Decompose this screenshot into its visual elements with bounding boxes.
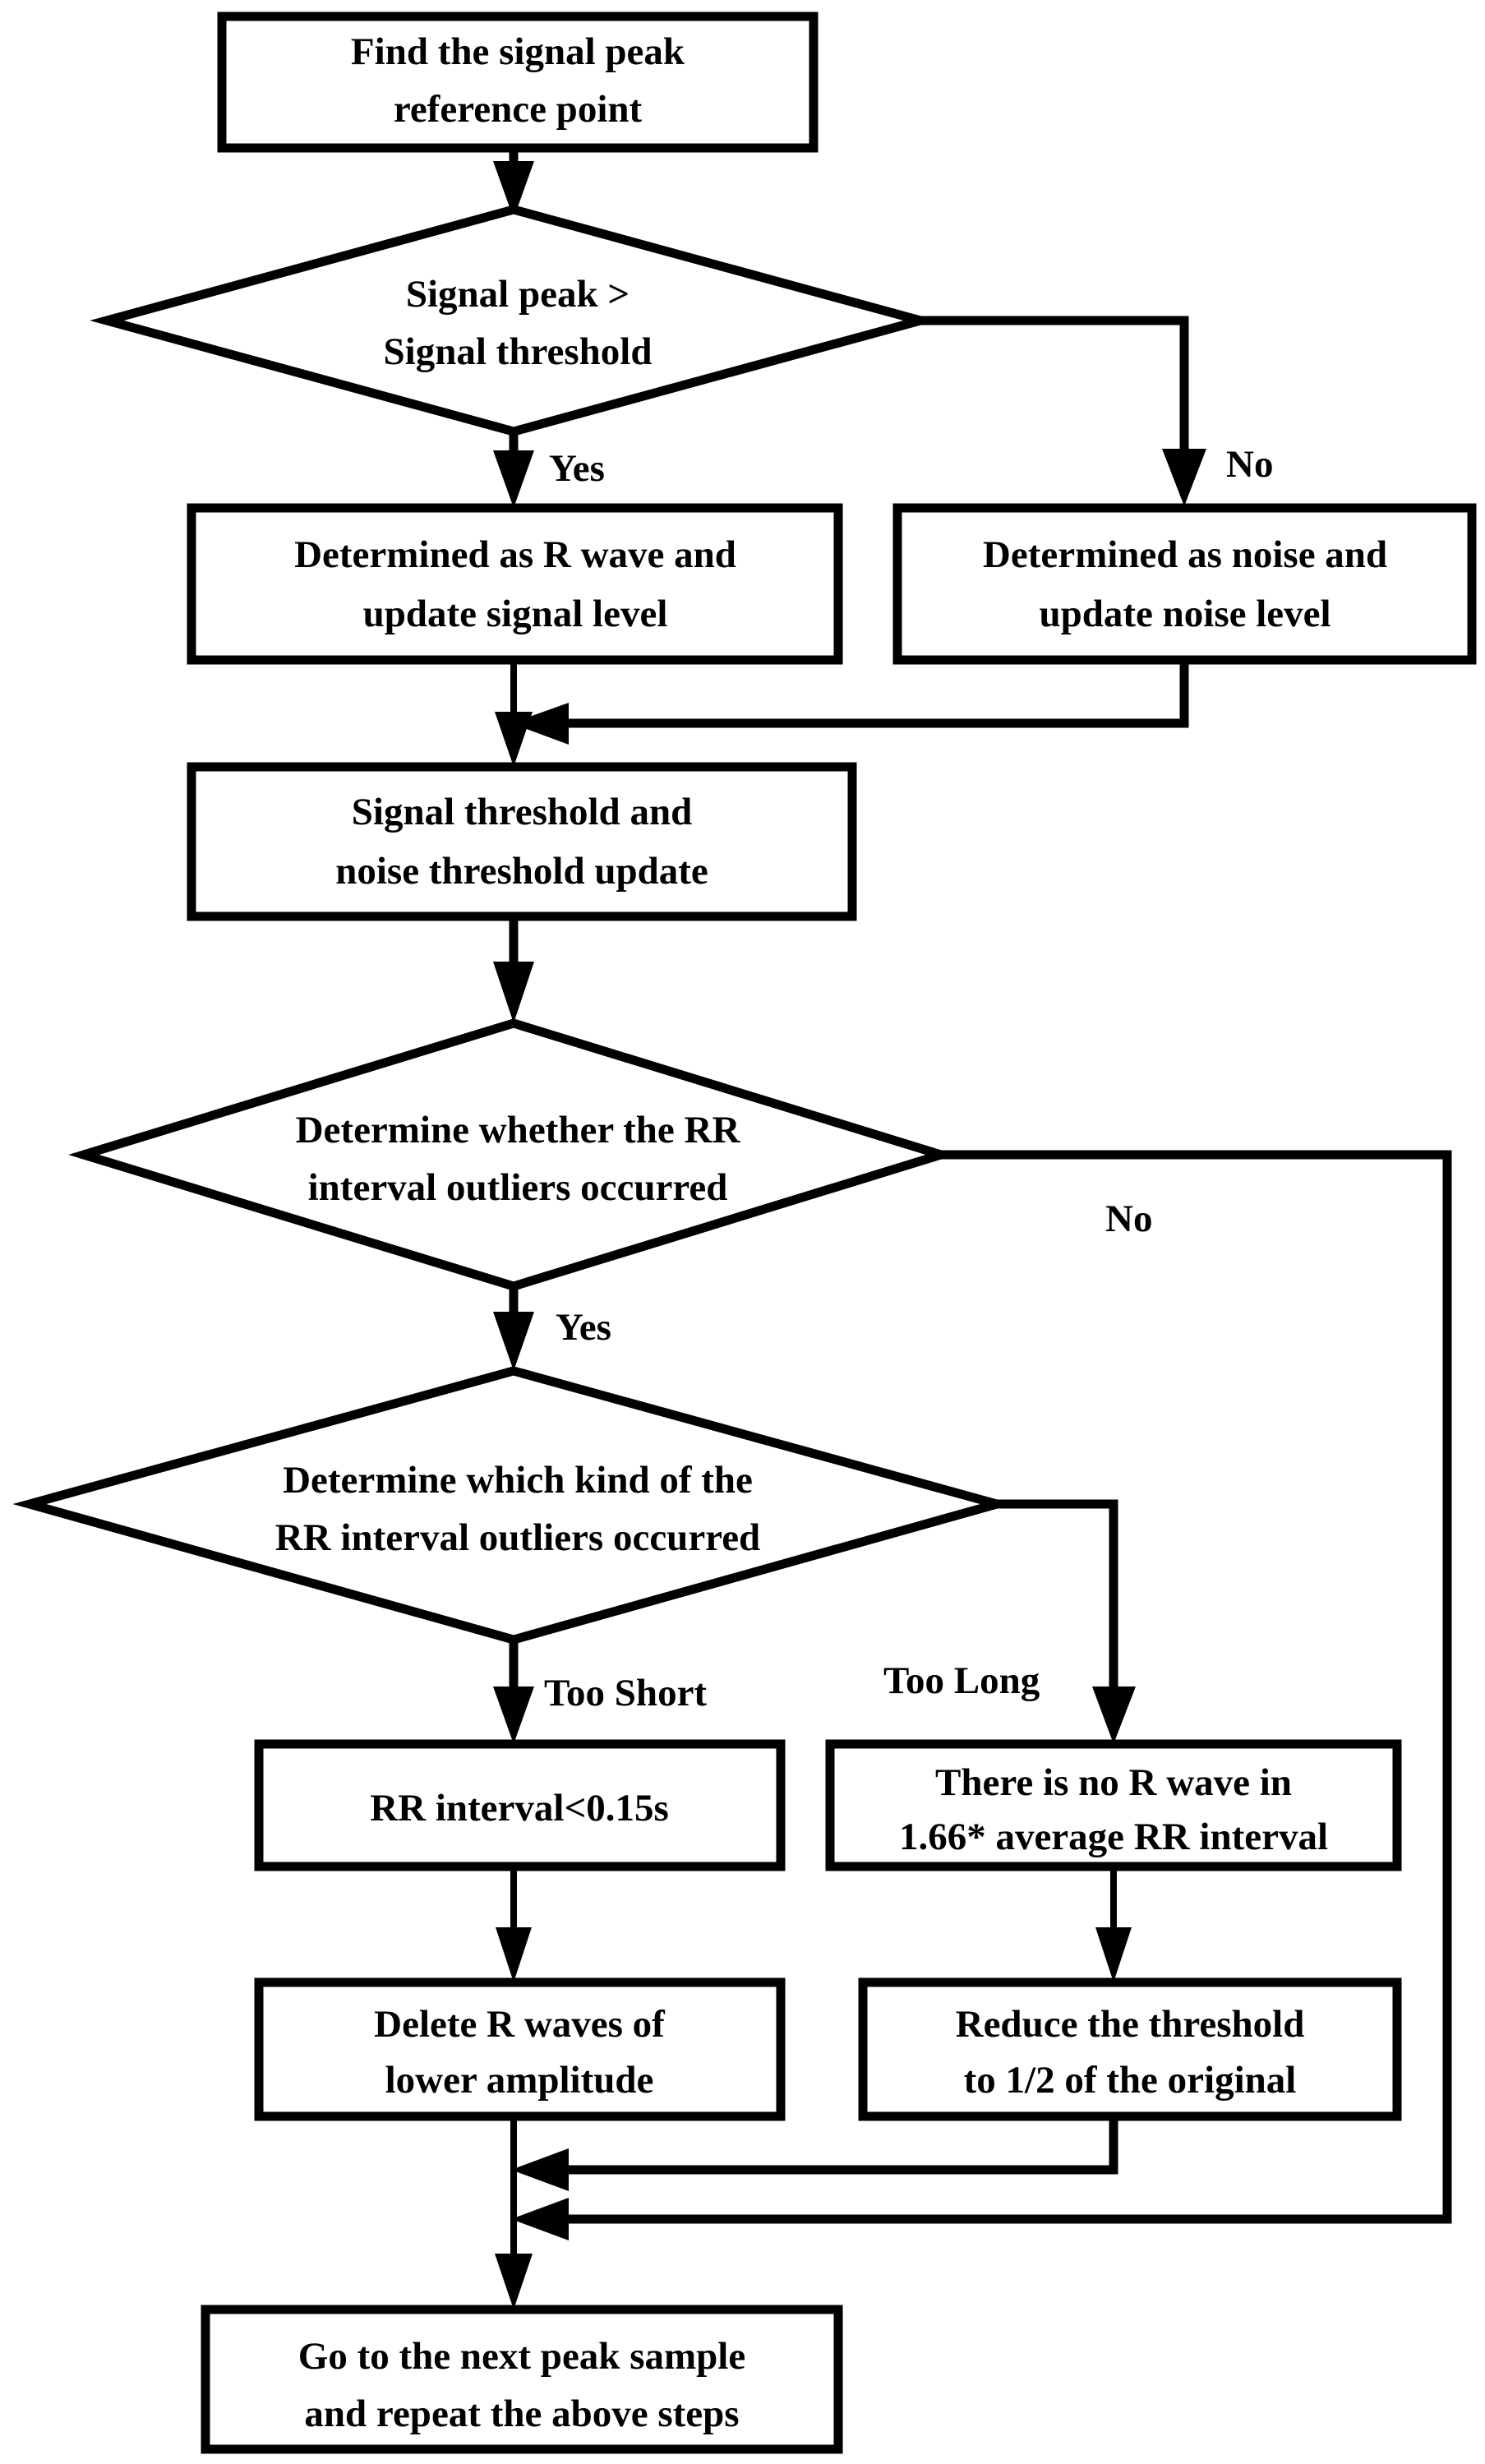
- node-no-r-wave-long-line2: 1.66* average RR interval: [899, 1816, 1328, 1858]
- node-find-signal-peak[interactable]: Find the signal peak reference point: [217, 12, 819, 153]
- node-rr-interval-short-line1: RR interval<0.15s: [370, 1787, 669, 1830]
- edge-decision-outlier-yes: [493, 1286, 534, 1371]
- node-next-peak-sample-line2: and repeat the above steps: [304, 2392, 739, 2435]
- edge-threshold-to-decision-outlier: [493, 916, 534, 1023]
- edge-label-peak-no: No: [1226, 443, 1273, 486]
- node-decision-rr-kind-line1: Determine which kind of the: [283, 1459, 753, 1502]
- node-decision-signal-peak-line1: Signal peak >: [406, 273, 630, 316]
- edge-label-kind-too-short: Too Short: [544, 1672, 707, 1714]
- node-determined-noise-line1: Determined as noise and: [983, 533, 1387, 576]
- node-delete-r-waves[interactable]: Delete R waves of lower amplitude: [254, 1977, 786, 2121]
- node-threshold-update-line2: noise threshold update: [335, 850, 708, 893]
- node-rr-interval-short[interactable]: RR interval<0.15s: [254, 1739, 786, 1871]
- node-next-peak-sample-line1: Go to the next peak sample: [298, 2335, 745, 2378]
- node-threshold-update[interactable]: Signal threshold and noise threshold upd…: [187, 762, 857, 921]
- node-next-peak-sample[interactable]: Go to the next peak sample and repeat th…: [201, 2305, 843, 2454]
- node-determined-r-wave[interactable]: Determined as R wave and update signal l…: [187, 503, 843, 665]
- node-delete-r-waves-line2: lower amplitude: [385, 2059, 654, 2102]
- edge-rwave-to-threshold: [495, 660, 533, 767]
- node-threshold-update-line1: Signal threshold and: [352, 791, 692, 833]
- node-decision-rr-outlier[interactable]: Determine whether the RR interval outlie…: [68, 1018, 957, 1291]
- edge-noise-merge: [511, 660, 1189, 745]
- edge-start-to-decision-peak: [493, 148, 534, 219]
- node-decision-rr-outlier-line2: interval outliers occurred: [308, 1166, 728, 1209]
- node-determined-noise-line2: update noise level: [1039, 593, 1331, 635]
- edge-label-kind-too-long: Too Long: [883, 1659, 1040, 1702]
- edge-decision-kind-too-long: [997, 1499, 1136, 1744]
- node-no-r-wave-long[interactable]: There is no R wave in 1.66* average RR i…: [825, 1739, 1402, 1871]
- node-decision-rr-kind-line2: RR interval outliers occurred: [275, 1516, 760, 1559]
- node-decision-signal-peak-threshold[interactable]: Signal peak > Signal threshold: [90, 205, 938, 436]
- edge-reduce-merge: [511, 2116, 1118, 2191]
- edge-short-to-delete: [496, 1866, 532, 1982]
- node-reduce-threshold-line1: Reduce the threshold: [956, 2003, 1305, 2046]
- edge-decision-kind-too-short: [493, 1640, 534, 1744]
- edge-decision-peak-yes: [493, 431, 534, 508]
- node-decision-signal-peak-line2: Signal threshold: [384, 330, 653, 373]
- node-decision-rr-outlier-line1: Determine whether the RR: [296, 1109, 741, 1151]
- node-determined-r-wave-line1: Determined as R wave and: [294, 533, 736, 576]
- node-reduce-threshold[interactable]: Reduce the threshold to 1/2 of the origi…: [858, 1977, 1402, 2121]
- node-no-r-wave-long-line1: There is no R wave in: [935, 1761, 1292, 1804]
- edge-decision-outlier-no: [511, 1150, 1452, 2240]
- edge-decision-peak-no: [920, 316, 1206, 506]
- edge-long-to-reduce: [1095, 1866, 1132, 1982]
- edge-label-outlier-no: No: [1105, 1197, 1152, 1240]
- node-decision-rr-kind[interactable]: Determine which kind of the RR interval …: [12, 1366, 1014, 1645]
- edge-delete-to-next: [495, 2116, 533, 2309]
- node-determined-noise[interactable]: Determined as noise and update noise lev…: [892, 503, 1477, 665]
- node-delete-r-waves-line1: Delete R waves of: [374, 2003, 666, 2046]
- edge-label-peak-yes: Yes: [549, 447, 605, 490]
- node-find-signal-peak-line2: reference point: [394, 88, 643, 131]
- node-determined-r-wave-line2: update signal level: [363, 593, 668, 635]
- node-reduce-threshold-line2: to 1/2 of the original: [964, 2059, 1297, 2102]
- edge-label-outlier-yes: Yes: [556, 1306, 611, 1349]
- node-find-signal-peak-line1: Find the signal peak: [351, 30, 685, 73]
